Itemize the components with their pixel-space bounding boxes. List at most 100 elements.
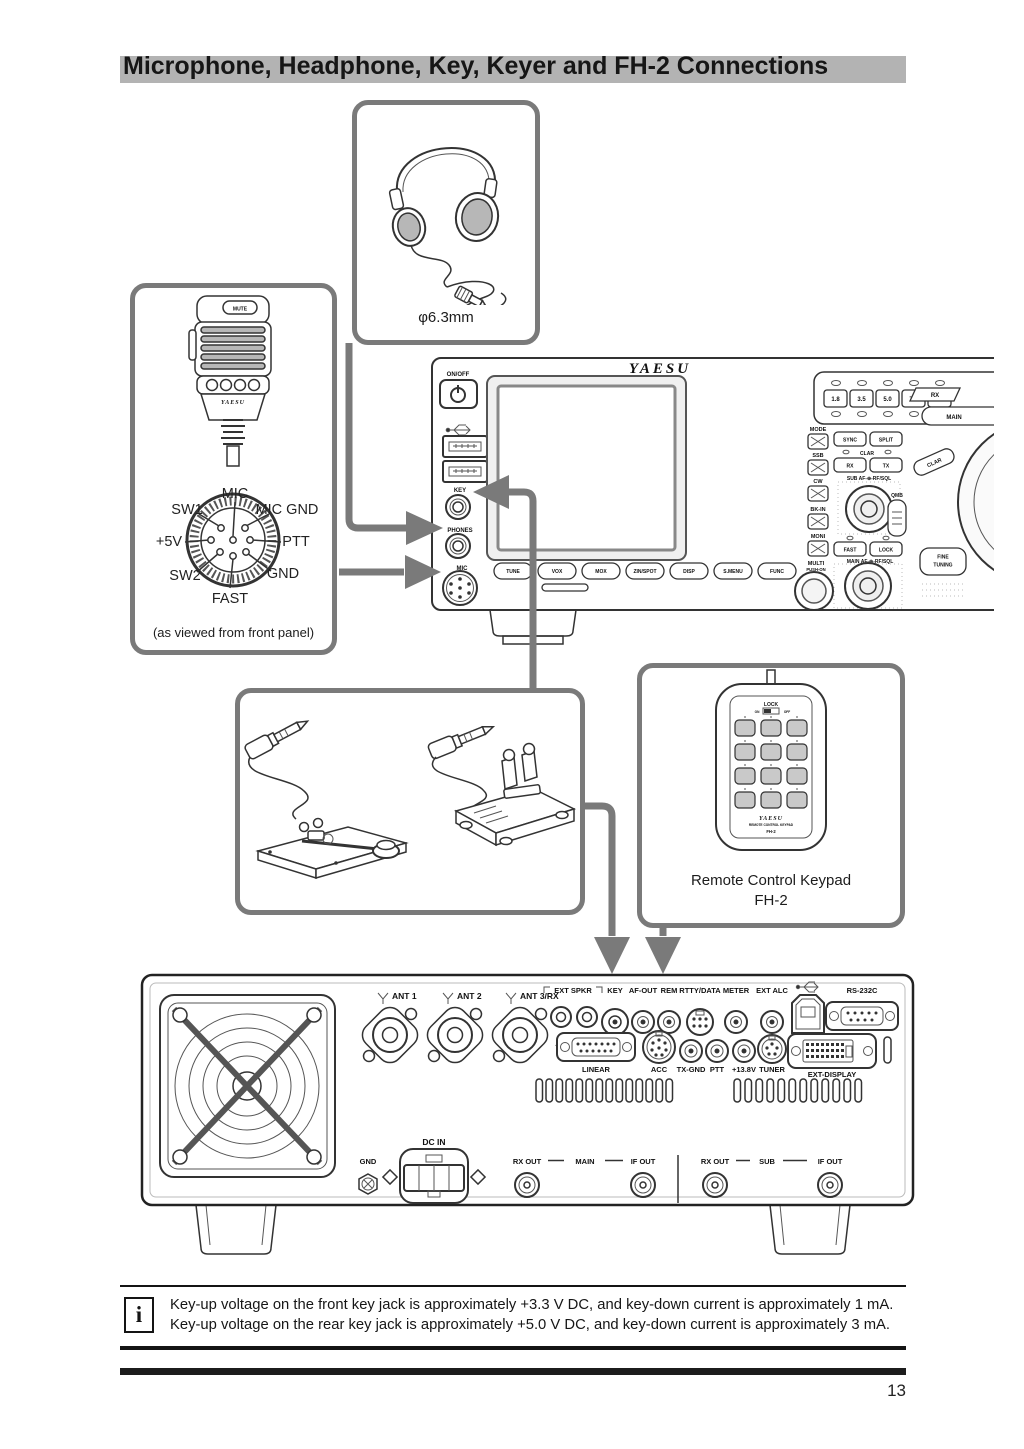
qmb-label: QMB bbox=[891, 493, 903, 499]
note-line-1: Key-up voltage on the front key jack is … bbox=[170, 1297, 894, 1313]
lock-label: LOCK bbox=[879, 548, 894, 554]
mic-connector bbox=[442, 570, 478, 606]
page-number: 13 bbox=[887, 1381, 906, 1400]
rear-foot-left bbox=[195, 1204, 277, 1255]
sub-knob-label: SUB AF-⊕-RF/SQL bbox=[847, 476, 891, 482]
sync-split-cluster: SYNC SPLIT CLAR RX TX bbox=[833, 431, 903, 473]
ext-display-port: EXT-DISPLAY bbox=[787, 1033, 892, 1079]
right-cluster: RX MAIN CLAR QMB FINE TUNING bbox=[887, 387, 994, 597]
fh2-keypad-illustration: LOCK ON OFF YAESU REMOTE CONTROL KEYPAD … bbox=[715, 669, 827, 851]
rear-panel-illustration: ANT 1 ANT 2 ANT 3/RX EXT SPKR A bbox=[140, 973, 915, 1255]
tx-gnd-jack: TX-GND bbox=[677, 1039, 706, 1074]
v138-jack: +13.8V bbox=[732, 1039, 756, 1074]
front-bottom-buttons: TUNE VOX MOX ZIN/SPOT DISP S.MENU FUNC bbox=[493, 562, 797, 592]
meter-jack: METER bbox=[723, 986, 750, 1034]
ext-display-label: EXT-DISPLAY bbox=[808, 1070, 857, 1079]
band-5-0: 5.0 bbox=[883, 397, 892, 403]
band-1-8: 1.8 bbox=[831, 397, 840, 403]
on-off-label: ON/OFF bbox=[447, 372, 470, 378]
mode-label: MODE bbox=[810, 427, 827, 433]
usb-ports bbox=[442, 435, 488, 483]
pin-mic: MIC bbox=[222, 486, 249, 502]
split-label: SPLIT bbox=[879, 438, 893, 444]
cooling-fan bbox=[159, 994, 336, 1178]
push-on-label: PUSH-ON bbox=[806, 567, 825, 572]
btn-vox: VOX bbox=[552, 569, 563, 575]
ant1-label: ANT 1 bbox=[392, 991, 417, 1001]
rem-jack: REM bbox=[657, 986, 681, 1034]
ant2-label: ANT 2 bbox=[457, 991, 482, 1001]
rx-top-label: RX bbox=[931, 393, 939, 399]
rs232c-label: RS-232C bbox=[847, 986, 878, 995]
mic-brand-label: YAESU bbox=[221, 400, 245, 406]
ant3-connector: ANT 3/RX bbox=[491, 991, 559, 1064]
fh2-lock-label: LOCK bbox=[764, 702, 779, 708]
pin-sw1: SW1 bbox=[171, 502, 202, 518]
fh2-model-badge: FH-2 bbox=[766, 829, 776, 834]
title-band: Microphone, Headphone, Key, Keyer and FH… bbox=[120, 52, 906, 83]
mic-jack-label: MIC bbox=[457, 566, 469, 572]
band-3-5: 3.5 bbox=[857, 397, 866, 403]
if-out-main-label: IF OUT bbox=[631, 1157, 656, 1166]
rs232c-port: RS-232C bbox=[825, 986, 899, 1031]
ant3-label: ANT 3/RX bbox=[520, 991, 559, 1001]
key-keyer-illustration bbox=[244, 720, 577, 880]
rear-usb-port bbox=[791, 981, 825, 1034]
rear-ptt-label: PTT bbox=[710, 1065, 725, 1074]
sub-af-rf-knob: SUB AF-⊕-RF/SQL bbox=[837, 476, 901, 535]
fh2-buttons bbox=[734, 716, 808, 809]
pin-gnd: GND bbox=[267, 566, 299, 582]
ext-alc-jack: EXT ALC bbox=[756, 986, 788, 1034]
key-jack bbox=[445, 494, 471, 520]
phones-jack-label: PHONES bbox=[447, 528, 472, 534]
linear-label: LINEAR bbox=[582, 1065, 611, 1074]
clar-button-label: CLAR bbox=[926, 458, 942, 470]
fh2-caption-line1: Remote Control Keypad bbox=[690, 872, 852, 889]
fh2-off-label: OFF bbox=[784, 710, 790, 714]
rear-key-label: KEY bbox=[607, 986, 622, 995]
af-out-label: AF-OUT bbox=[629, 986, 658, 995]
fh2-box: LOCK ON OFF YAESU REMOTE CONTROL KEYPAD … bbox=[637, 663, 905, 928]
front-panel-illustration: YAESU ON/OFF KEY PHONES MIC bbox=[431, 357, 994, 645]
tuner-port: TUNER bbox=[757, 1034, 787, 1074]
gnd-label: GND bbox=[360, 1157, 377, 1166]
dc-in-label: DC IN bbox=[422, 1137, 445, 1147]
ant1-connector: ANT 1 bbox=[361, 991, 419, 1064]
rear-foot-right bbox=[769, 1204, 851, 1255]
front-panel-body bbox=[431, 357, 994, 611]
microphone-illustration: MUTE YAESU bbox=[156, 295, 318, 607]
sub-group-label: SUB bbox=[759, 1157, 775, 1166]
right-ear-cup bbox=[454, 192, 500, 242]
info-note-text: Key-up voltage on the front key jack is … bbox=[170, 1295, 893, 1336]
cw-label: CW bbox=[813, 479, 823, 485]
gnd-terminal: GND bbox=[358, 1157, 378, 1195]
acc-label: ACC bbox=[651, 1065, 668, 1074]
pin-5v: +5V bbox=[156, 534, 183, 550]
fh2-on-label: ON bbox=[755, 710, 760, 714]
multi-label: MULTI bbox=[808, 561, 825, 567]
headphone-illustration bbox=[388, 147, 507, 320]
fine-tuning-label-1: FINE bbox=[937, 555, 949, 561]
headphone-box: φ6.3mm bbox=[352, 100, 540, 345]
pin-ptt: PTT bbox=[282, 534, 310, 550]
tx-gnd-label: TX-GND bbox=[677, 1065, 706, 1074]
key-keyer-box bbox=[235, 688, 585, 915]
v138-label: +13.8V bbox=[732, 1065, 756, 1074]
meter-label: METER bbox=[723, 986, 750, 995]
info-icon: i bbox=[124, 1297, 154, 1334]
mic-pinout-caption: (as viewed from front panel) bbox=[152, 625, 315, 640]
hand-mic: MUTE YAESU bbox=[188, 295, 272, 467]
info-note: i Key-up voltage on the front key jack i… bbox=[120, 1285, 906, 1350]
rear-panel-body bbox=[140, 973, 915, 1207]
ext-spkr-label: EXT SPKR bbox=[554, 986, 592, 995]
multi-knob: MULTI PUSH-ON bbox=[794, 561, 834, 611]
straight-key bbox=[244, 720, 409, 880]
af-out-jack: AF-OUT bbox=[629, 986, 658, 1034]
footer-rule bbox=[120, 1368, 906, 1375]
ext-alc-label: EXT ALC bbox=[756, 986, 788, 995]
clar-rx-label: RX bbox=[847, 464, 855, 470]
key-jack-label: KEY bbox=[454, 488, 466, 494]
fh2-caption-line2: FH-2 bbox=[754, 892, 788, 909]
fast-lock-cluster: FAST LOCK bbox=[833, 535, 903, 557]
